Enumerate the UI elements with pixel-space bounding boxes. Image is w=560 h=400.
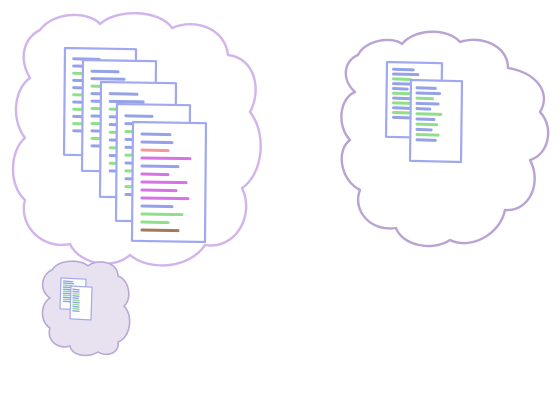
text-line-mark <box>62 284 72 287</box>
text-line-mark <box>392 86 409 91</box>
text-line-mark <box>140 212 184 217</box>
text-line-mark <box>90 69 120 74</box>
text-line-mark <box>415 112 443 116</box>
text-line-mark <box>140 228 180 233</box>
text-line-mark <box>72 303 80 306</box>
text-line-mark <box>415 133 440 137</box>
text-line-mark <box>72 290 80 293</box>
text-line-mark <box>72 307 80 310</box>
text-line-mark <box>72 299 80 302</box>
text-line-mark <box>415 96 434 101</box>
text-line-mark <box>62 282 75 285</box>
text-line-mark <box>72 288 80 291</box>
text-line-mark <box>415 117 436 122</box>
document-pair-icon <box>384 60 464 164</box>
text-line-mark <box>62 280 74 283</box>
text-line-mark <box>415 101 440 106</box>
document-page <box>408 78 464 164</box>
text-line-mark <box>72 292 80 295</box>
text-line-mark <box>62 296 72 299</box>
text-line-mark <box>140 132 172 137</box>
small-cloud <box>41 260 131 357</box>
text-line-mark <box>108 99 145 104</box>
document-page <box>69 285 93 321</box>
medium-cloud-outline <box>340 30 550 248</box>
large-cloud <box>11 12 262 267</box>
text-line-mark <box>415 138 437 142</box>
large-cloud-outline <box>11 12 262 267</box>
document-page-border <box>408 78 464 164</box>
text-line-mark <box>392 77 412 81</box>
document-pair-icon <box>59 277 93 321</box>
text-line-mark <box>415 107 432 111</box>
document-page <box>130 120 208 244</box>
text-line-mark <box>140 140 174 145</box>
text-line-mark <box>140 148 170 153</box>
text-line-mark <box>140 196 190 201</box>
text-line-mark <box>140 220 170 225</box>
text-line-mark <box>392 67 415 72</box>
text-line-mark <box>140 180 188 185</box>
text-line-mark <box>72 310 80 313</box>
text-line-mark <box>140 188 178 193</box>
text-line-mark <box>72 297 80 300</box>
text-line-mark <box>140 204 174 209</box>
text-line-mark <box>415 122 439 127</box>
text-line-mark <box>140 172 170 177</box>
text-line-mark <box>108 92 139 96</box>
text-line-mark <box>140 164 180 169</box>
text-line-mark <box>415 91 442 96</box>
text-line-mark <box>124 114 154 118</box>
text-line-mark <box>392 96 414 101</box>
text-line-mark <box>415 86 437 90</box>
text-line-mark <box>392 72 420 77</box>
text-line-mark <box>72 301 80 304</box>
text-line-mark <box>72 305 80 308</box>
medium-cloud <box>340 30 550 248</box>
text-line-mark <box>392 106 411 110</box>
text-line-mark <box>62 288 71 291</box>
text-line-mark <box>72 294 80 297</box>
text-line-mark <box>140 156 192 161</box>
document-stack-icon <box>62 46 208 244</box>
text-line-mark <box>90 77 126 81</box>
text-line-mark <box>415 127 433 132</box>
